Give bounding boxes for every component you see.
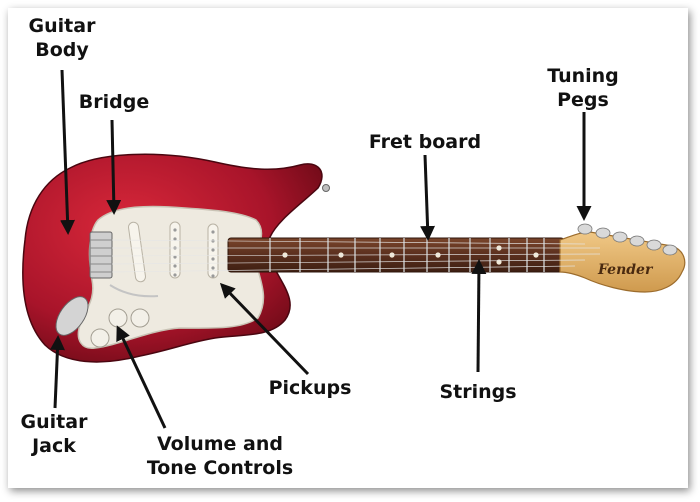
arrow-pickups	[219, 282, 310, 376]
label-guitar-body: Guitar Body	[28, 15, 96, 61]
label-volume-tone: Volume and Tone Controls	[146, 433, 294, 479]
strings	[111, 239, 601, 273]
control-knobs	[90, 308, 150, 348]
arrow-guitar-body	[60, 69, 76, 235]
label-bridge: Bridge	[78, 91, 150, 113]
callout-arrows	[49, 69, 592, 429]
bridge	[89, 231, 113, 279]
label-fret-board: Fret board	[368, 131, 482, 153]
pickup-poles	[173, 228, 215, 278]
arrow-volume-tone	[116, 325, 167, 429]
label-strings: Strings	[439, 381, 517, 403]
label-tuning-pegs: Tuning Pegs	[547, 65, 619, 111]
guitar-jack	[55, 296, 89, 336]
arrow-fret-board	[420, 154, 436, 241]
arrow-bridge	[106, 119, 122, 215]
headstock-logo: Fender	[597, 262, 654, 278]
pickups	[128, 221, 219, 283]
label-guitar-jack: Guitar Jack	[20, 411, 88, 457]
label-pickups: Pickups	[268, 377, 352, 399]
arrow-strings	[471, 259, 487, 373]
arrow-guitar-jack	[49, 335, 65, 409]
tremolo-arm	[109, 284, 159, 298]
strap-button	[322, 184, 330, 192]
tuning-peg-posts	[577, 223, 678, 256]
